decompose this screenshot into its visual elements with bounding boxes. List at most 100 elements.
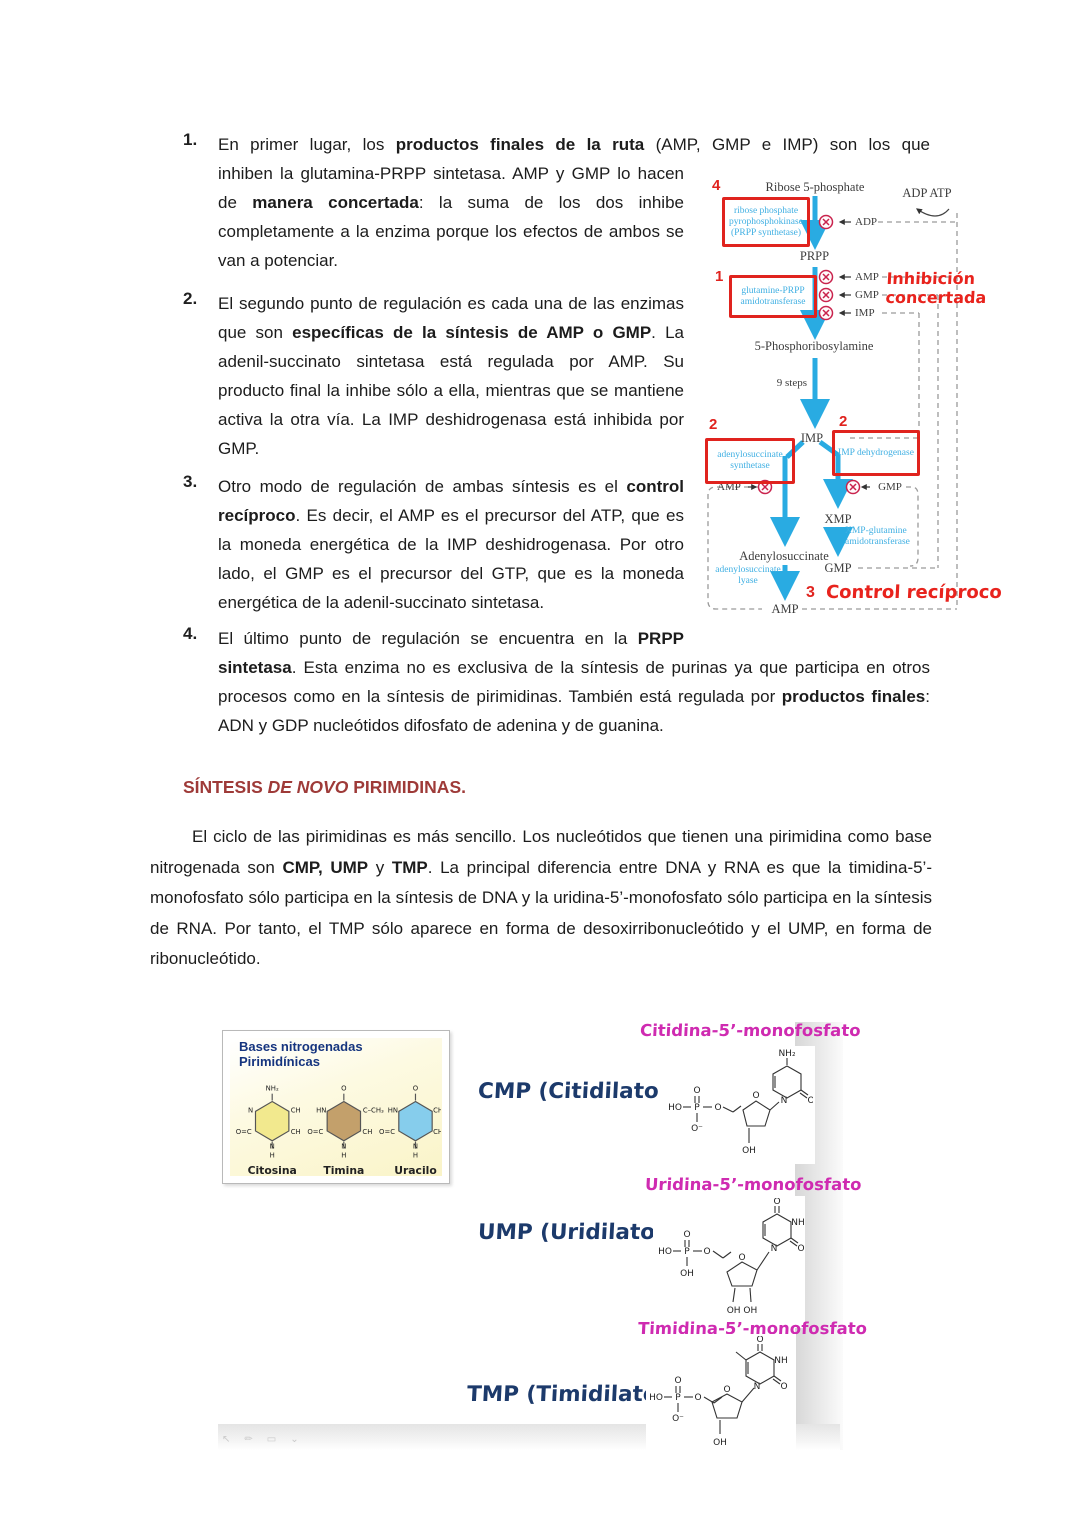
node-prpp: PRPP	[799, 249, 830, 263]
svg-text:HN: HN	[388, 1106, 398, 1114]
svg-text:NH₂: NH₂	[778, 1049, 796, 1059]
svg-text:CH: CH	[291, 1106, 301, 1114]
ump-structure: HO P O OH O O N O NH O OH OH	[658, 1198, 805, 1316]
svg-text:OH OH: OH OH	[727, 1306, 758, 1316]
annotation-inhibicion-concertada: Inhibición concertada	[885, 269, 987, 307]
svg-text:O: O	[723, 1385, 730, 1395]
svg-text:HN: HN	[316, 1106, 326, 1114]
svg-text:N: N	[413, 1143, 418, 1151]
feedback-gmp: GMP	[855, 289, 879, 301]
node-adenylosuccinate: Adenylosuccinate	[739, 549, 829, 563]
svg-text:OH: OH	[742, 1146, 756, 1156]
purine-regulation-diagram: Ribose 5-phosphate ADP ATP PRPP 5-Phosph…	[700, 175, 1072, 627]
diagram-connectors	[707, 196, 958, 610]
section-heading: SÍNTESIS DE NOVO PIRIMIDINAS.	[183, 777, 466, 797]
svg-text:NH: NH	[774, 1356, 788, 1366]
pen-icon[interactable]: ✏	[244, 1434, 253, 1445]
svg-text:O: O	[413, 1085, 419, 1093]
ump-structure-card	[653, 1196, 805, 1328]
svg-text:O: O	[807, 1096, 813, 1106]
step-number-2b: 2	[839, 413, 848, 430]
node-gmp: GMP	[824, 561, 852, 575]
svg-text:N: N	[248, 1106, 253, 1114]
enzyme-box-glutamine-prpp-amidotransferase: glutamine-PRPP amidotransferase	[729, 275, 817, 318]
cmp-label: CMP (Citidilato)	[477, 1079, 670, 1104]
svg-text:NH₂: NH₂	[266, 1085, 279, 1093]
list-number-1: 1.	[183, 130, 198, 149]
inhibition-arrows	[748, 219, 870, 490]
list-number-3: 3.	[183, 472, 198, 491]
step-number-1: 1	[715, 268, 724, 285]
svg-text:N: N	[771, 1244, 778, 1254]
svg-text:O: O	[738, 1253, 745, 1263]
inhibition-symbols	[757, 214, 861, 495]
svg-text:Citosina: Citosina	[248, 1164, 297, 1177]
node-5-phosphoribosylamine: 5-Phosphoribosylamine	[754, 339, 874, 353]
svg-text:CH: CH	[291, 1128, 301, 1136]
svg-text:H: H	[341, 1151, 346, 1159]
svg-text:CH: CH	[433, 1106, 441, 1114]
svg-text:N: N	[781, 1096, 788, 1106]
cmp-structure-card	[660, 1046, 815, 1164]
svg-text:HO: HO	[668, 1103, 682, 1113]
tmp-structure-card	[646, 1334, 796, 1454]
svg-text:O⁻: O⁻	[691, 1124, 703, 1134]
svg-text:HO: HO	[649, 1393, 663, 1403]
cmp-structure: HO P O O⁻ O O N NH₂ O OH	[668, 1049, 813, 1156]
svg-text:O: O	[756, 1336, 763, 1345]
tmp-label: TMP (Timidilato)	[466, 1382, 669, 1407]
svg-text:CH: CH	[362, 1128, 372, 1136]
annotation-control-reciproco: Control recíproco	[825, 582, 1003, 603]
tmp-structure: HO P O O⁻ O O N O NH O OH	[649, 1336, 788, 1448]
svg-text:O: O	[674, 1376, 681, 1386]
svg-text:O⁻: O⁻	[672, 1414, 684, 1424]
cmp-structure-title: Citidina-5’-monofosfato	[639, 1021, 862, 1040]
feedback-imp: IMP	[855, 307, 875, 319]
svg-text:O=C: O=C	[307, 1128, 323, 1136]
node-xmp: XMP	[824, 512, 852, 526]
node-9-steps: 9 steps	[776, 377, 807, 389]
node-imp: IMP	[800, 431, 824, 445]
feedback-gmp-right: GMP	[878, 481, 902, 493]
list-number-4: 4.	[183, 624, 198, 643]
step-number-4: 4	[712, 177, 721, 194]
section-paragraph: El ciclo de las pirimidinas es más senci…	[150, 827, 932, 968]
svg-text:OH: OH	[680, 1269, 694, 1279]
svg-text:P: P	[684, 1247, 690, 1257]
feedback-adp: ADP	[855, 216, 878, 228]
atp-adp-curve	[916, 208, 950, 217]
shape-icon[interactable]: ▭	[266, 1434, 277, 1445]
ump-label: UMP (Uridilato)	[477, 1220, 666, 1245]
feedback-amp: AMP	[855, 271, 879, 283]
svg-text:N: N	[754, 1382, 761, 1392]
chevron-icon[interactable]: ⌄	[290, 1434, 299, 1445]
enzyme-box-adenylosuccinate-synthetase: adenylosuccinate synthetase	[705, 438, 795, 484]
enzyme-box-prpp-synthetase: ribose phosphate pyrophosphokinase (PRPP…	[722, 197, 810, 247]
svg-text:O: O	[341, 1085, 347, 1093]
svg-text:N: N	[270, 1143, 275, 1151]
enzyme-box-imp-dehydrogenase: IMP dehydrogenase	[832, 430, 920, 476]
svg-text:O: O	[683, 1230, 690, 1240]
svg-text:O: O	[703, 1247, 710, 1257]
step-number-2a: 2	[709, 416, 718, 433]
svg-text:O: O	[797, 1244, 804, 1254]
svg-text:P: P	[675, 1393, 681, 1403]
enzyme-label-adenylosuccinate-lyase: adenylosuccinate lyase	[715, 565, 781, 586]
cursor-icon[interactable]: ↖	[222, 1434, 231, 1445]
svg-text:O=C: O=C	[379, 1128, 395, 1136]
svg-text:O: O	[780, 1382, 787, 1392]
list-item-2-body: El segundo punto de regulación es cada u…	[218, 294, 684, 458]
svg-text:O=C: O=C	[236, 1128, 252, 1136]
svg-text:O: O	[694, 1393, 701, 1403]
list-item-1-body: inhiben la glutamina-PRPP sintetasa. AMP…	[218, 164, 684, 270]
list-number-2: 2.	[183, 289, 198, 308]
list-item-4-body: sintetasa. Esta enzima no es exclusiva d…	[218, 658, 931, 735]
feedback-amp-left: AMP	[717, 481, 741, 493]
svg-text:OH: OH	[713, 1438, 727, 1448]
svg-text:O: O	[693, 1086, 700, 1096]
svg-text:H: H	[270, 1151, 275, 1159]
svg-text:O: O	[714, 1103, 721, 1113]
svg-text:C–CH₃: C–CH₃	[363, 1106, 384, 1114]
svg-text:O: O	[752, 1091, 759, 1101]
